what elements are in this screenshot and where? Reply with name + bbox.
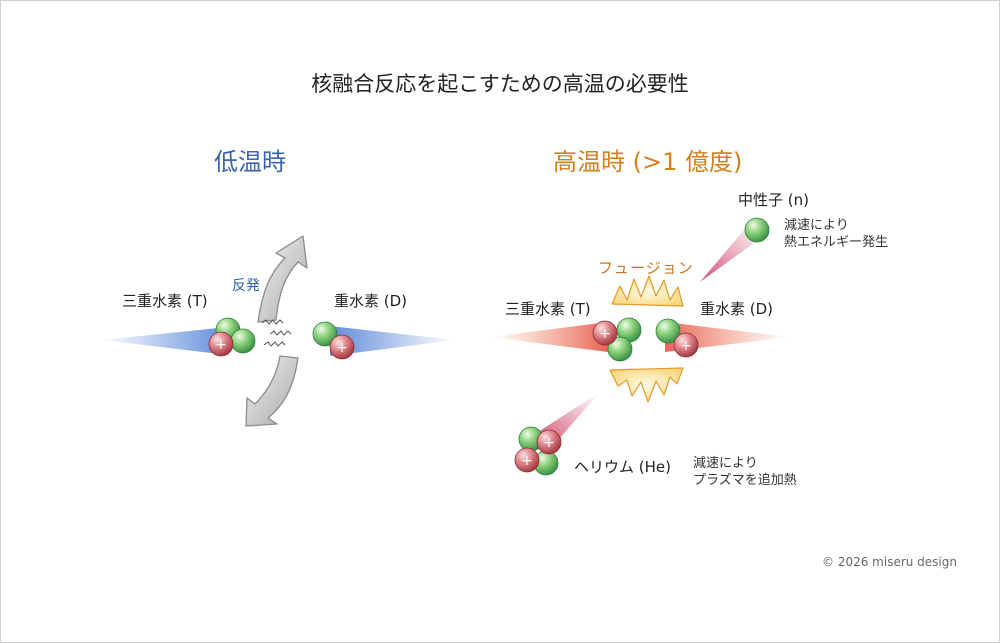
repulsion-wave-icon [261,319,292,347]
fusion-flash-top [611,275,684,307]
deuterium-nucleus-cold: + [312,321,355,360]
deflection-arrow-down [245,355,299,427]
repulsion-label: 反発 [232,278,260,294]
helium-label: ヘリウム (He) [574,458,671,476]
svg-text:+: + [599,326,611,342]
helium-note-line1: 減速により [693,456,758,471]
tritium-nucleus-cold: + [208,317,256,357]
svg-text:+: + [521,453,533,469]
deflection-arrow-up [257,235,308,323]
high-tritium-label: 三重水素 (T) [505,300,591,318]
svg-text:+: + [215,337,227,353]
svg-text:+: + [543,435,555,451]
fusion-label: フュージョン [598,259,694,277]
high-temp-heading: 高温時 (>1 億度) [553,148,743,176]
deuterium-nucleus-hot: + [655,318,699,358]
neutron-note-line1: 減速により [784,218,849,233]
neutron-particle [744,217,770,243]
neutron-note-line2: 熱エネルギー発生 [784,235,889,250]
hot-beam-left [490,322,608,352]
tritium-nucleus-hot: + [592,317,642,362]
neutron-label: 中性子 (n) [738,191,809,209]
neutron-trail [700,224,761,282]
cold-beam-left [102,327,228,355]
low-tritium-label: 三重水素 (T) [122,292,208,310]
copyright-notice: © 2026 miseru design [822,555,957,569]
low-deuterium-label: 重水素 (D) [334,292,408,310]
low-temp-heading: 低温時 [214,148,286,176]
svg-text:+: + [680,338,692,354]
fusion-flash-bottom [609,367,684,403]
helium-nucleus: + + [514,426,562,476]
high-deuterium-label: 重水素 (D) [700,300,774,318]
figure-title: 核融合反応を起こすための高温の必要性 [311,72,689,96]
helium-note-line2: プラズマを追加熱 [693,473,797,488]
cold-beam-right [330,326,455,356]
svg-text:+: + [336,340,348,356]
